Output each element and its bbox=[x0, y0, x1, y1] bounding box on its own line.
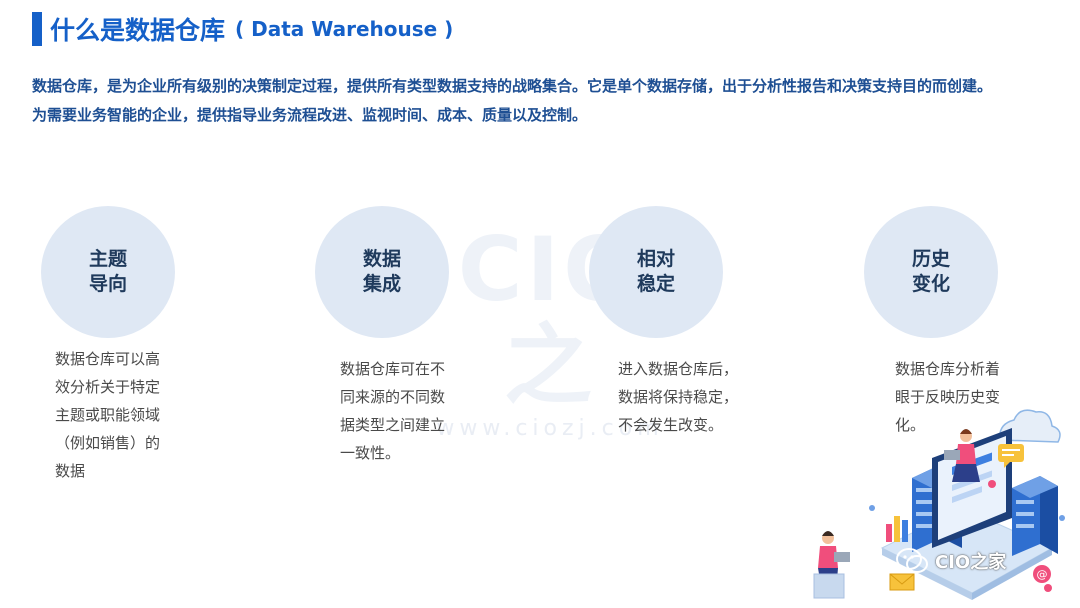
at-sign-icon: @ bbox=[1033, 565, 1051, 583]
intro-paragraph: 数据仓库，是为企业所有级别的决策制定过程，提供所有类型数据支持的战略集合。它是单… bbox=[32, 72, 1052, 130]
feature-description: 数据仓库分析着 眼于反映历史变 化。 bbox=[895, 360, 1001, 434]
chat-bubble-icon bbox=[998, 444, 1024, 468]
feature-data-integration: 数据 集成 bbox=[315, 206, 449, 338]
person-figure-icon bbox=[813, 531, 850, 599]
watermark-url: www.ciozj.com bbox=[436, 416, 664, 441]
feature-circle: 相对 稳定 bbox=[589, 206, 723, 338]
bar-chart-icon bbox=[886, 516, 908, 542]
feature-subject-oriented: 主题 导向 bbox=[41, 206, 175, 338]
server-rack-icon bbox=[1012, 476, 1058, 556]
wechat-icon bbox=[896, 548, 928, 573]
data-center-illustration: @ bbox=[813, 409, 1065, 600]
feature-title: 主题 导向 bbox=[88, 248, 127, 295]
feature-circle: 主题 导向 bbox=[41, 206, 175, 338]
feature-relatively-stable: 相对 稳定 bbox=[589, 206, 723, 338]
feature-title: 相对 稳定 bbox=[636, 248, 675, 295]
title-accent-bar bbox=[32, 12, 42, 46]
feature-description: 数据仓库可在不 同来源的不同数 据类型之间建立 一致性。 bbox=[340, 360, 446, 462]
brand-watermark: CIO之家 bbox=[895, 546, 1006, 576]
envelope-icon bbox=[889, 573, 915, 591]
feature-circle: 数据 集成 bbox=[315, 206, 449, 338]
feature-description: 进入数据仓库后， 数据将保持稳定， 不会发生改变。 bbox=[618, 360, 739, 434]
intro-line-1: 数据仓库，是为企业所有级别的决策制定过程，提供所有类型数据支持的战略集合。它是单… bbox=[32, 77, 993, 95]
feature-circle: 历史 变化 bbox=[864, 206, 998, 338]
brand-label: CIO之家 bbox=[935, 552, 1007, 573]
page-title-text: 什么是数据仓库 bbox=[50, 16, 226, 45]
cloud-icon bbox=[999, 409, 1061, 443]
feature-description: 数据仓库可以高 效分析关于特定 主题或职能领域 （例如销售）的 数据 bbox=[55, 350, 161, 480]
feature-historical-change: 历史 变化 bbox=[864, 206, 998, 338]
intro-line-2: 为需要业务智能的企业，提供指导业务流程改进、监视时间、成本、质量以及控制。 bbox=[32, 106, 588, 124]
page-subtitle: ( Data Warehouse ) bbox=[235, 17, 454, 41]
page-title: 什么是数据仓库 ( Data Warehouse ) bbox=[50, 12, 453, 46]
person-figure-icon bbox=[944, 429, 980, 482]
feature-title: 数据 集成 bbox=[362, 248, 401, 295]
svg-text:@: @ bbox=[1037, 568, 1048, 581]
feature-title: 历史 变化 bbox=[911, 248, 950, 295]
